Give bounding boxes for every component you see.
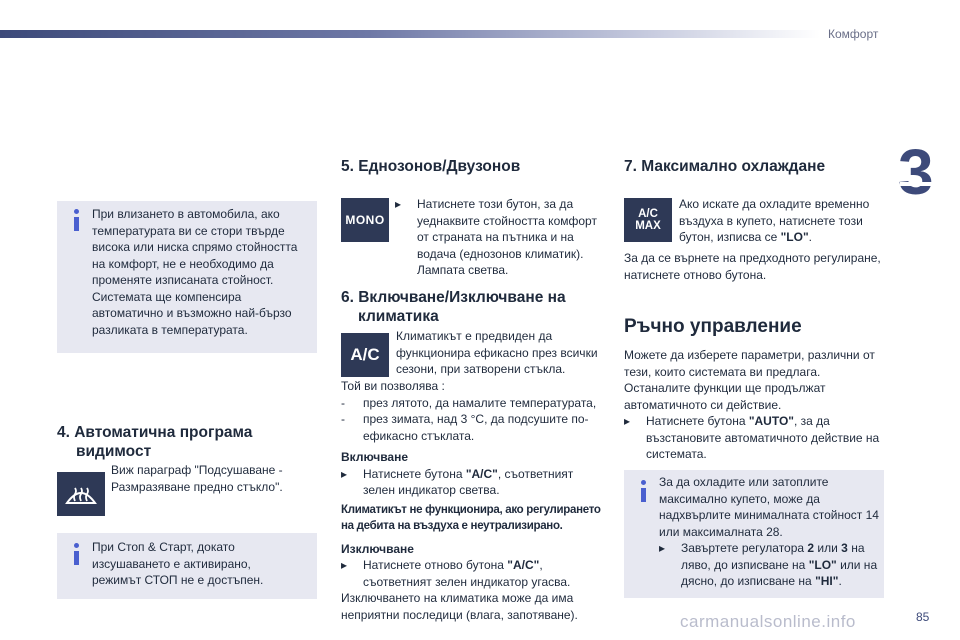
arrow-bullet-icon: ▸	[624, 414, 631, 428]
watermark: carmanualsonline.info	[680, 612, 856, 631]
mono-button-tile: MONO	[341, 198, 389, 242]
ac-max-button-tile: A/C MAX	[624, 198, 672, 242]
warning-text: Климатикът не функционира, ако регулиран…	[341, 503, 601, 533]
section-7-back: За да се върнете на предходното регулира…	[624, 251, 881, 282]
section-5-title: 5. Еднозонов/Двузонов	[341, 158, 521, 175]
section-7-title: 7. Максимално охлаждане	[624, 158, 826, 175]
ac-max-label-bottom: MAX	[635, 220, 661, 232]
page-header-title: Комфорт	[828, 27, 879, 41]
arrow-bullet-icon: ▸	[659, 541, 666, 555]
manual-control-body: Можете да изберете параметри, различни о…	[624, 348, 880, 461]
info-icon	[69, 209, 83, 233]
section-7-text: Ако искате да охладите временно въздуха …	[679, 197, 870, 244]
arrow-bullet-icon: ▸	[341, 466, 348, 481]
ac-max-label-top: A/C	[638, 208, 658, 220]
page-number: 85	[916, 610, 930, 624]
arrow-bullet-icon: ▸	[341, 558, 348, 572]
header-bar	[0, 30, 820, 38]
section-6-title: 6. Включване/Изключване на климатика	[341, 289, 566, 325]
info-box-max-temperature: За да охладите или затоплите максимално …	[624, 470, 884, 598]
off-note: Изключването на климатика може да има не…	[341, 591, 578, 622]
section-6-intro: Климатикът е предвиден да функционира еф…	[396, 329, 598, 376]
info-text-stop-start: При Стоп & Старт, докато изсушаването е …	[92, 540, 264, 587]
section-4-title: 4. Автоматична програма видимост	[57, 424, 253, 460]
on-title: Включване	[341, 450, 409, 464]
ac-label: A/C	[350, 345, 380, 364]
section-6-body: Той ви позволява : -през лятото, да нама…	[341, 378, 603, 623]
off-title: Изключване	[341, 541, 414, 556]
manual-control-title: Ръчно управление	[624, 316, 802, 337]
windshield-defrost-icon	[65, 487, 97, 504]
info-text-temperature: При влизането в автомобила, ако температ…	[92, 207, 298, 337]
ac-button-tile: A/C	[341, 333, 389, 377]
info-box-stop-start: При Стоп & Старт, докато изсушаването е …	[57, 533, 317, 599]
info-icon	[69, 543, 83, 567]
chapter-number: 3	[898, 136, 934, 208]
info-text-max-temperature: За да охладите или затоплите максимално …	[659, 475, 879, 588]
section-4-text: Виж параграф "Подсушаване - Размразяване…	[111, 463, 283, 494]
section-5-instruction: ▸ Натиснете този бутон, за да уеднаквите…	[395, 197, 597, 277]
info-box-temperature: При влизането в автомобила, ако температ…	[57, 201, 317, 353]
defrost-button-tile	[57, 472, 105, 516]
arrow-bullet-icon: ▸	[395, 197, 402, 211]
mono-label: MONO	[345, 213, 385, 227]
info-icon	[636, 480, 650, 504]
